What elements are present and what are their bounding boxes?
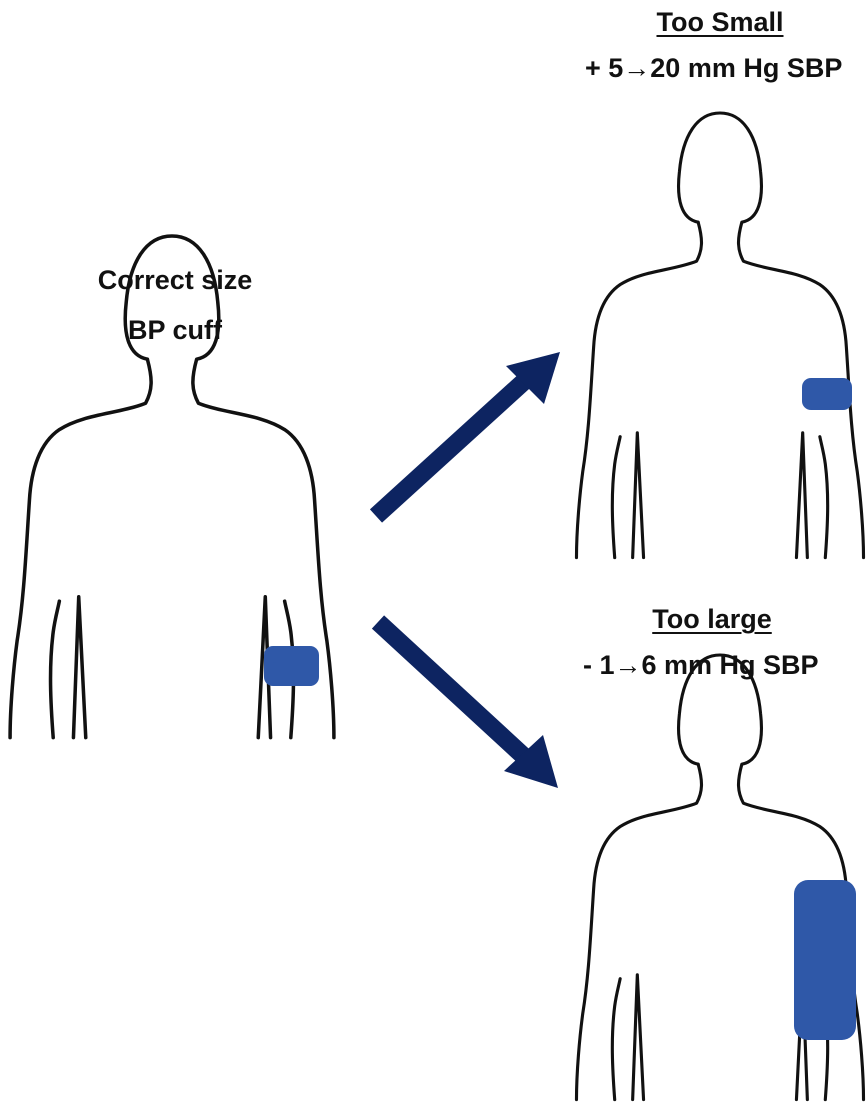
arrow-up-icon xyxy=(376,352,560,516)
correct-title: Correct size xyxy=(75,264,275,296)
cuff-too-large-icon xyxy=(794,880,856,1040)
correct-subtitle: BP cuff xyxy=(75,314,275,346)
cuff-too-small-icon xyxy=(802,378,852,410)
too-large-effect: - 1→6 mm Hg SBP xyxy=(583,649,865,681)
too-small-title: Too Small xyxy=(620,6,820,38)
arrow-down-icon xyxy=(378,622,558,788)
too-large-title: Too large xyxy=(612,603,812,635)
cuff-correct-lower-icon xyxy=(268,662,318,686)
person-too-small-icon xyxy=(576,113,863,558)
too-small-effect: + 5→20 mm Hg SBP xyxy=(585,52,867,84)
